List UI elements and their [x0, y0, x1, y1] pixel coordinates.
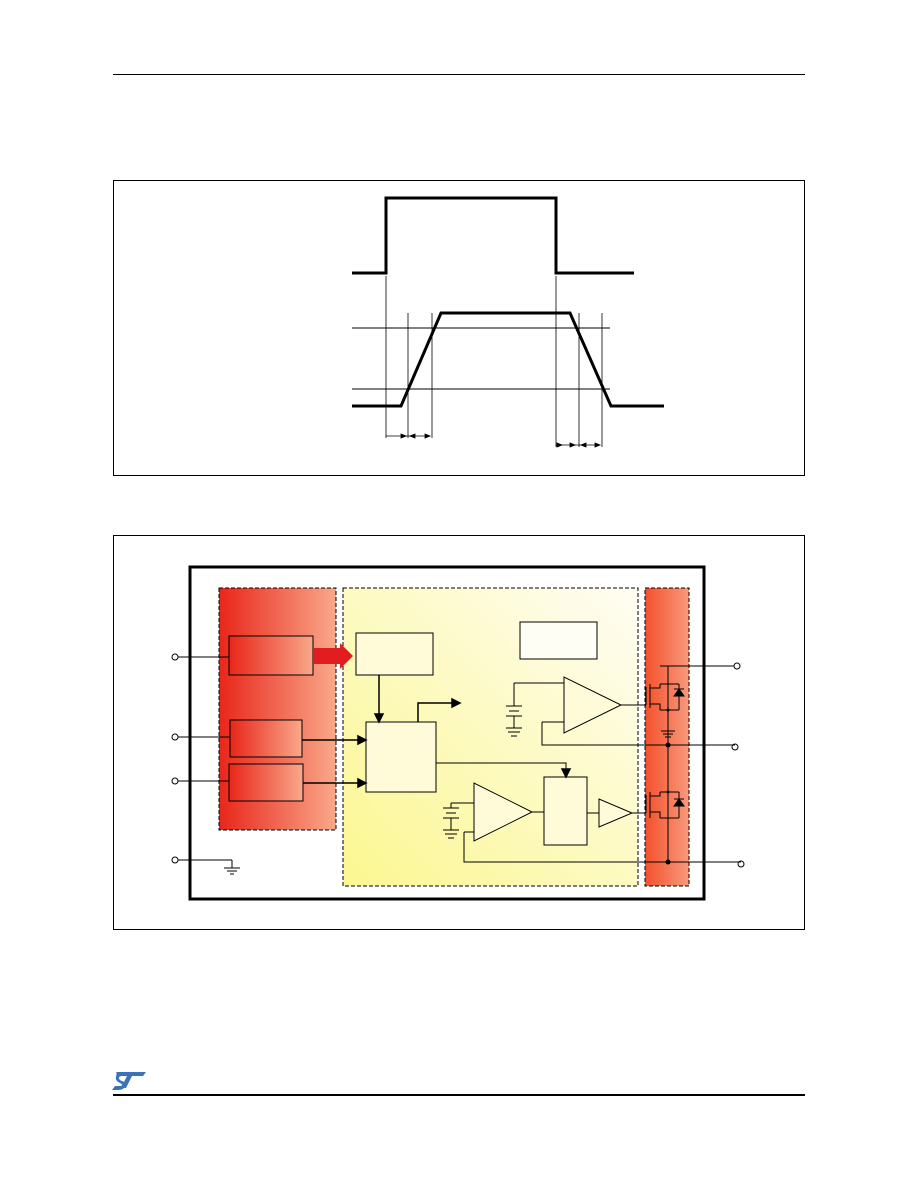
- header-rule: [113, 74, 805, 75]
- footer-rule: [113, 1094, 805, 1096]
- st-logo-icon: [112, 1072, 146, 1090]
- timing-figure-frame: [113, 180, 805, 476]
- block-diagram-figure-frame: [113, 535, 805, 930]
